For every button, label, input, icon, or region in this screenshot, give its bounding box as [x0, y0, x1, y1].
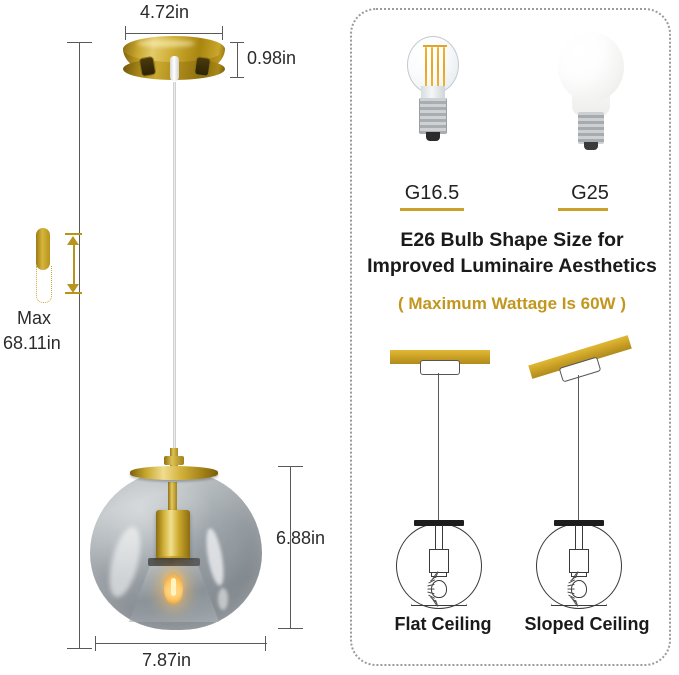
- pendant-socket-outline: [569, 549, 589, 573]
- frosted-globe-bulb-icon: [558, 32, 624, 172]
- g25-e26-screw-base: [578, 112, 604, 144]
- sloped-diagram-cord: [578, 375, 580, 523]
- shade-height-dimension-line: [290, 466, 292, 629]
- sloped-ceiling-mount-icon: Sloped Ceiling: [512, 335, 662, 634]
- bulb-label-g165: G16.5: [404, 182, 460, 204]
- globe-highlight-left: [103, 523, 147, 601]
- pendant-socket-ring: [571, 572, 587, 577]
- pendant-top-bar: [414, 520, 464, 526]
- shade-width-dimension-label: 7.87in: [142, 650, 192, 670]
- canopy-screw-right-icon: [193, 56, 212, 77]
- clear-filament-globe-bulb-icon: [407, 36, 459, 168]
- max-height-value: 68.11in: [3, 333, 61, 353]
- flat-diagram-cord: [438, 373, 440, 523]
- shade-height-dimension-label: 6.88in: [276, 528, 326, 548]
- g165-filament-3: [437, 47, 440, 87]
- globe-highlight-lower: [218, 588, 228, 610]
- adjustable-cord-icon: [25, 228, 91, 303]
- sloped-ceiling-label: Sloped Ceiling: [524, 614, 650, 634]
- sloped-pendant-lineart: [531, 520, 627, 612]
- canopy-width-dimension-line: [125, 33, 223, 35]
- bulb-and-mounting-info-panel: G16.5 G25 E26 Bulb Shape Size for Improv…: [350, 8, 671, 666]
- bulb-label-underline-g165: [400, 208, 464, 211]
- glass-shade-illustration: [86, 448, 266, 633]
- shade-width-tick-left: [95, 636, 97, 651]
- bulb-label-underline-g25: [558, 208, 608, 211]
- shade-width-tick-right: [265, 636, 267, 651]
- canopy-height-dimension-line: [237, 42, 239, 78]
- flat-ceiling-label: Flat Ceiling: [394, 614, 492, 634]
- light-ray-icon: [567, 588, 575, 590]
- pendant-rod: [575, 525, 583, 551]
- canopy-screw-left-icon: [138, 55, 157, 78]
- bulb-label-g25: G25: [571, 182, 609, 204]
- max-height-label: Max: [17, 308, 52, 328]
- max-wattage-note: ( Maximum Wattage Is 60W ): [398, 294, 626, 313]
- g25-base-tip: [584, 142, 598, 150]
- g165-filament-bridge: [423, 45, 447, 47]
- total-height-tick-bottom: [67, 648, 92, 650]
- bulb-headline-line1: E26 Bulb Shape Size for: [400, 229, 624, 251]
- adjust-arrow-up-icon: [67, 236, 79, 245]
- total-height-dimension-line: [79, 42, 81, 649]
- cord-solid-segment: [36, 228, 50, 270]
- g165-filament-4: [443, 47, 446, 87]
- lit-bulb-filament: [171, 578, 176, 596]
- ceiling-canopy-illustration: [123, 36, 225, 84]
- flat-ceiling-bar: [390, 350, 490, 364]
- dimension-drawing-panel: 4.72in 0.98in Max 68.11in: [3, 2, 326, 670]
- canopy-width-dimension-label: 4.72in: [140, 2, 190, 22]
- globe-highlight-right: [203, 527, 227, 587]
- brass-socket: [156, 510, 190, 562]
- flat-ceiling-mount-icon: Flat Ceiling: [368, 342, 518, 634]
- shade-height-tick-top: [278, 466, 303, 468]
- inner-shade-top-band: [148, 558, 200, 566]
- suspension-cord: [173, 82, 176, 457]
- adjust-arrow-cap-top: [65, 233, 82, 235]
- shade-height-tick-bottom: [278, 628, 303, 630]
- shade-brass-collar: [130, 466, 218, 480]
- canopy-width-tick-right: [222, 26, 224, 40]
- bulb-headline-line2: Improved Luminaire Aesthetics: [367, 254, 657, 277]
- g165-filament-1: [425, 47, 428, 87]
- canopy-height-tick-top: [230, 42, 244, 44]
- pendant-rod: [435, 525, 443, 551]
- g165-base-tip: [426, 132, 440, 141]
- canopy-cord-grip: [170, 56, 179, 81]
- total-height-tick-top: [67, 42, 92, 44]
- flat-canopy-outline: [420, 360, 460, 375]
- g165-filament-2: [431, 47, 434, 87]
- light-ray-icon: [427, 588, 435, 590]
- pendant-socket-ring: [431, 572, 447, 577]
- canopy-width-tick-left: [125, 26, 127, 40]
- canopy-height-tick-bottom: [230, 77, 244, 79]
- shade-nut: [164, 456, 184, 465]
- flat-pendant-lineart: [391, 520, 487, 612]
- shade-width-dimension-line: [95, 643, 267, 645]
- bulb-headline: E26 Bulb Shape Size for Improved Luminai…: [362, 228, 662, 279]
- pendant-top-bar: [554, 520, 604, 526]
- adjust-arrow-down-icon: [67, 284, 79, 293]
- socket-rod: [168, 482, 177, 518]
- bulb-comparison-group: G16.5 G25: [352, 32, 673, 211]
- g165-neck: [421, 86, 445, 100]
- cord-extension-dashed: [36, 266, 52, 303]
- g25-frosted-globe: [558, 32, 624, 102]
- g165-e26-screw-base: [419, 98, 447, 134]
- canopy-height-dimension-label: 0.98in: [247, 48, 297, 68]
- pendant-socket-outline: [429, 549, 449, 573]
- canopy-highlight: [137, 40, 195, 47]
- adjust-arrow-line: [73, 240, 75, 290]
